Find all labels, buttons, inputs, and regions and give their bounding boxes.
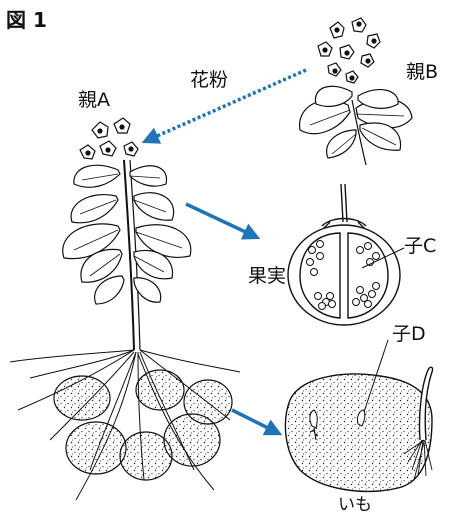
fruit-cross-section [288,184,400,325]
child-c-label: 子C [404,235,436,257]
pollen-label: 花粉 [190,69,228,91]
parent-a-plant [63,118,191,350]
parent-a-tubers [54,370,232,480]
figure-title: 図 1 [6,8,47,32]
tuber-label: いも [338,495,372,515]
tuber [285,367,432,491]
parent-b-label: 親B [406,61,438,83]
fruit-label: 果実 [248,265,286,287]
parent-a-label: 親A [78,89,110,111]
arrow-to-tuber [232,410,276,432]
parent-b-plant [300,18,412,165]
child-d-label: 子D [392,323,426,345]
arrow-to-fruit [186,204,254,236]
